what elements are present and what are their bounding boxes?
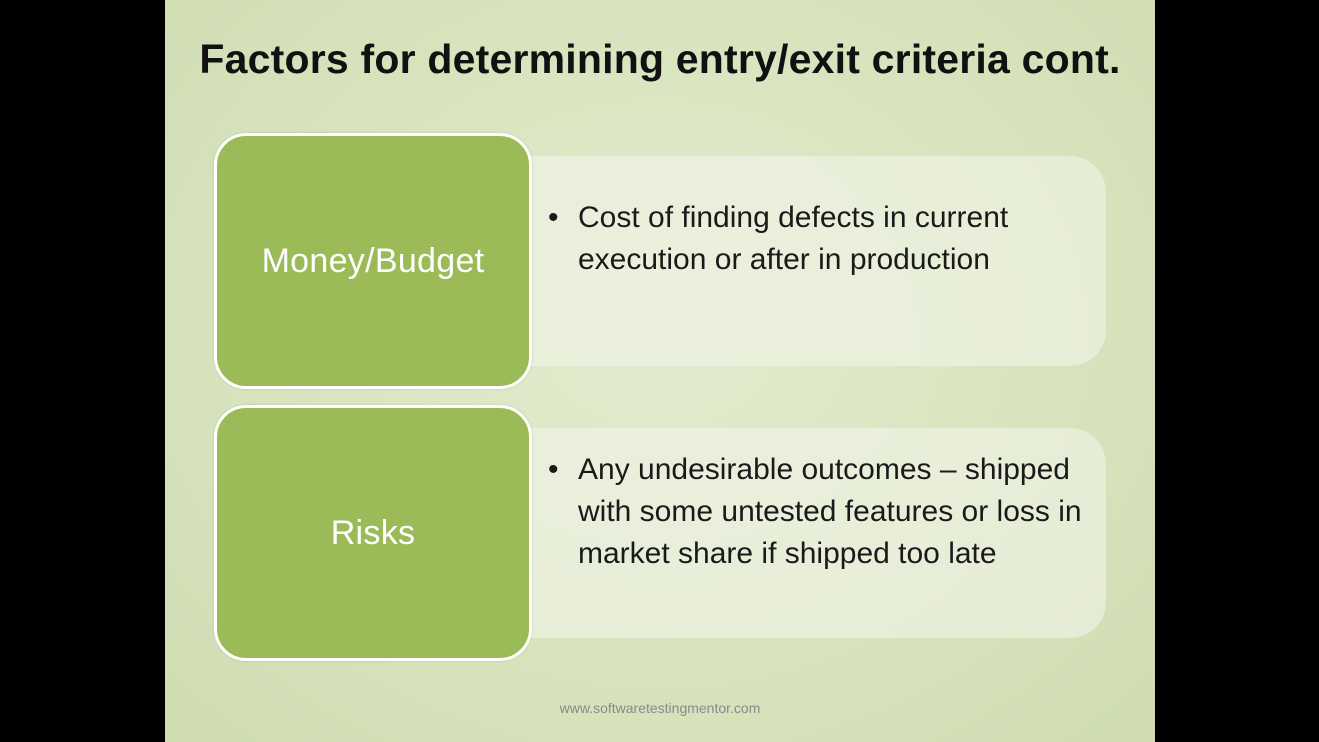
- label-box-risks: Risks: [214, 405, 532, 661]
- slide-title: Factors for determining entry/exit crite…: [199, 36, 1121, 82]
- bullet-icon: •: [548, 201, 559, 234]
- criteria-row-money-budget: Money/Budget • Cost of finding defects i…: [165, 133, 1155, 391]
- bullet-text: Any undesirable outcomes – shipped with …: [578, 453, 1082, 570]
- label-box-money-budget: Money/Budget: [214, 133, 532, 389]
- label-text: Risks: [330, 513, 416, 552]
- bullet-item: • Cost of finding defects in current exe…: [548, 197, 1088, 281]
- detail-box: [485, 156, 1106, 366]
- detail-box: [485, 428, 1106, 638]
- footer-url: www.softwaretestingmentor.com: [559, 700, 761, 716]
- bullet-icon: •: [548, 453, 559, 486]
- bullet-item: • Any undesirable outcomes – shipped wit…: [548, 449, 1088, 575]
- bullet-text: Cost of finding defects in current execu…: [578, 201, 1009, 276]
- bullet-list: • Cost of finding defects in current exe…: [548, 197, 1088, 281]
- presentation-slide: Factors for determining entry/exit crite…: [165, 0, 1155, 742]
- label-text: Money/Budget: [261, 241, 485, 280]
- bullet-list: • Any undesirable outcomes – shipped wit…: [548, 449, 1088, 575]
- criteria-row-risks: Risks • Any undesirable outcomes – shipp…: [165, 405, 1155, 663]
